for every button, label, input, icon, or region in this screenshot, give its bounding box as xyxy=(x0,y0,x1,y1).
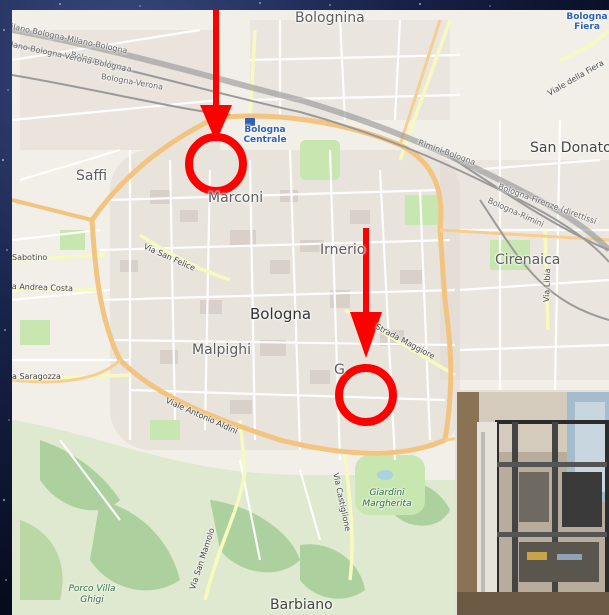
street-sabotino: Sabotino xyxy=(12,253,48,262)
label-porco-villa-ghigi: Porco Villa Ghigi xyxy=(68,584,116,605)
label-san-donato: San Donato xyxy=(530,140,609,156)
label-barbiano: Barbiano xyxy=(270,597,333,613)
label-galvani: G xyxy=(334,362,345,378)
label-bolognina: Bolognina xyxy=(295,10,365,26)
label-marconi: Marconi xyxy=(208,190,264,206)
label-irnerio: Irnerio xyxy=(320,242,366,258)
map-panel[interactable]: Bolognina Bologna Fiera Saffi Marconi Bo… xyxy=(12,10,609,615)
label-bologna-fiera: Bologna Fiera xyxy=(566,12,608,32)
street-via-saragozza: a Saragozza xyxy=(12,372,61,381)
circle-strada-maggiore xyxy=(335,364,397,426)
label-malpighi: Malpighi xyxy=(192,342,251,358)
label-cirenaica: Cirenaica xyxy=(495,252,561,268)
arrow-head-strada-maggiore xyxy=(350,312,382,358)
arrow-head-marconi xyxy=(200,105,232,142)
street-via-libia: Via Libia xyxy=(542,268,553,303)
label-bologna-centrale: Bologna Centrale xyxy=(243,125,287,145)
annotation-overlay xyxy=(185,10,397,426)
label-bologna: Bologna xyxy=(250,305,312,323)
lab-equipment-photo xyxy=(457,392,609,615)
label-saffi: Saffi xyxy=(76,168,108,184)
circle-marconi xyxy=(185,133,247,195)
label-giardini-margherita: Giardini Margherita xyxy=(362,488,412,509)
inset-photo xyxy=(455,390,609,615)
